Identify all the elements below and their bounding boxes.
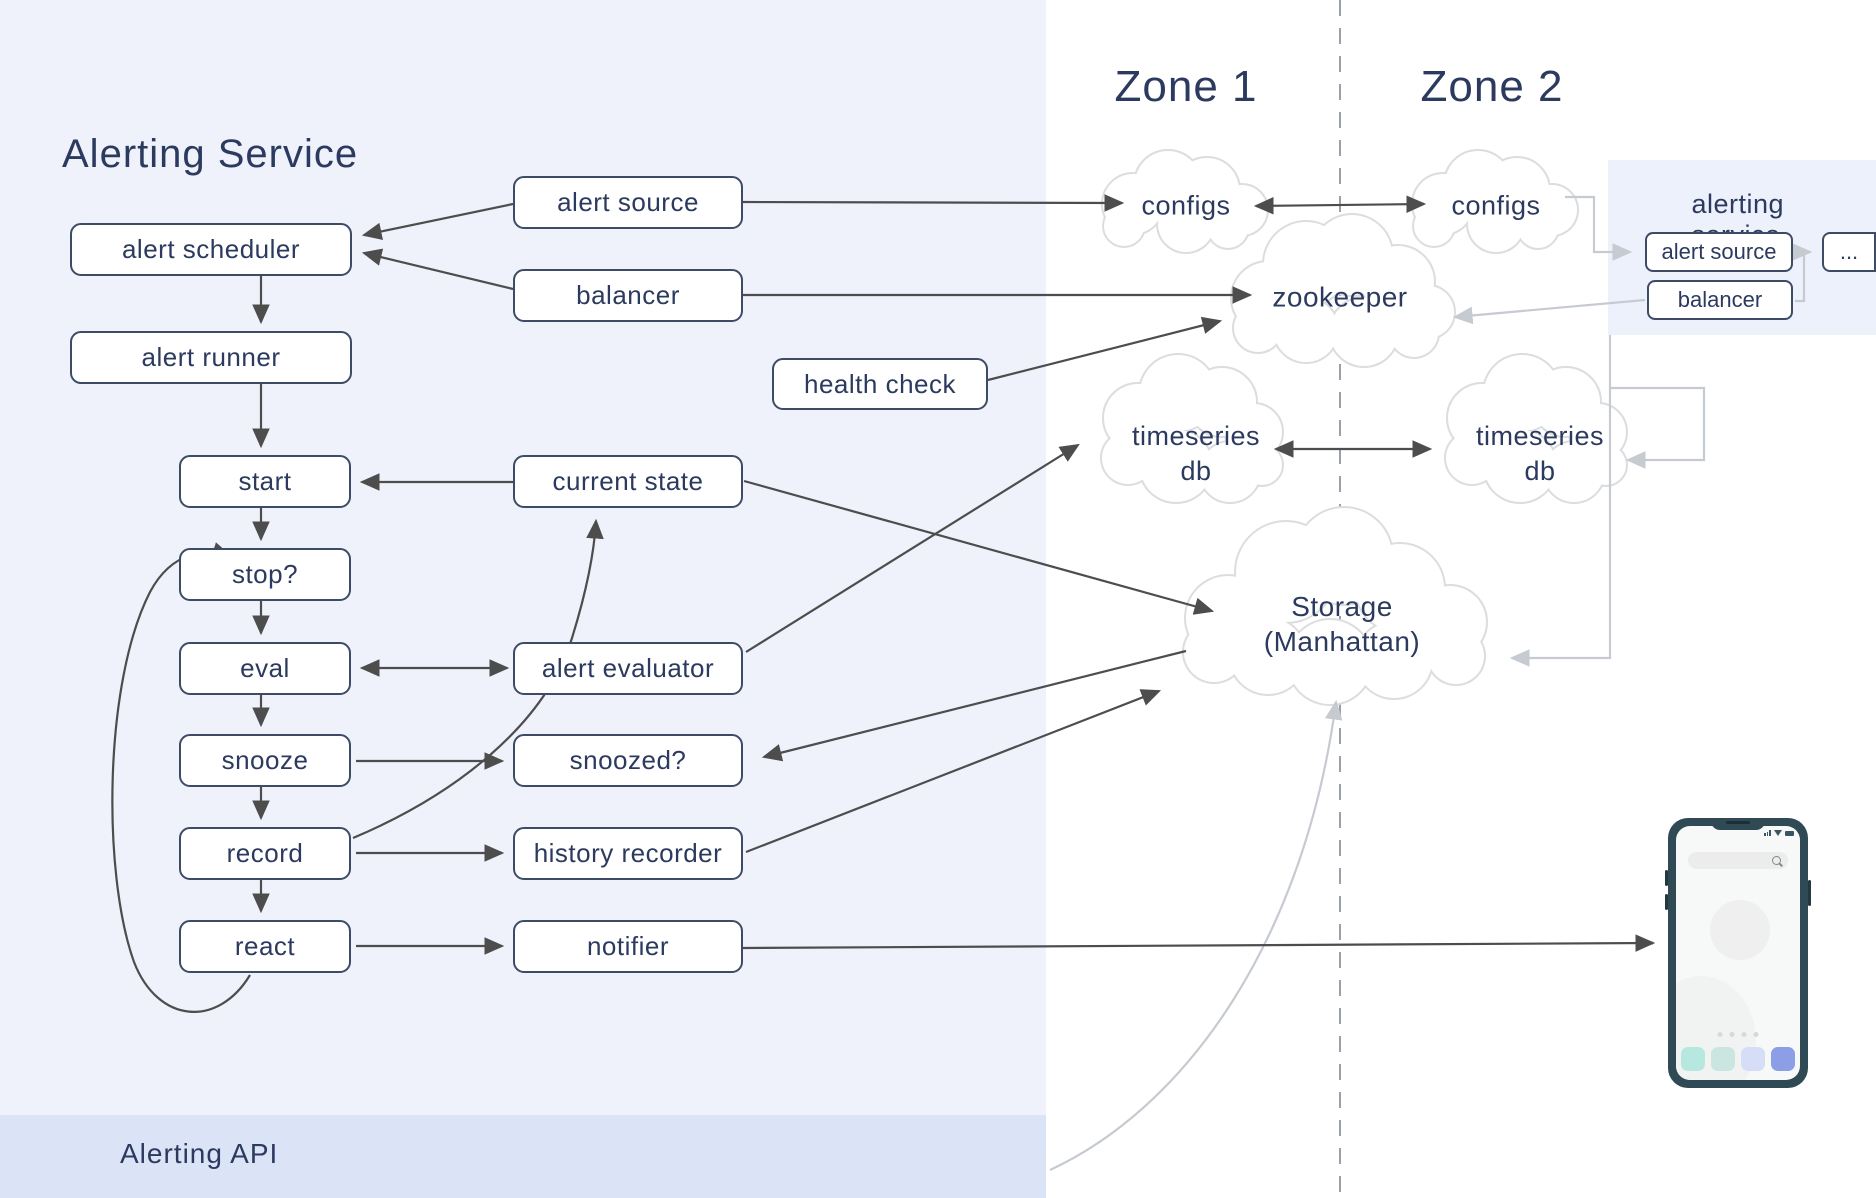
signal-icon [1764,830,1771,836]
mini-node-balancer: balancer [1647,280,1793,320]
node-start: start [179,455,351,508]
timeseries-zone1-line1: timeseries [1131,421,1261,451]
phone-volume-button [1665,894,1668,910]
storage-line1: Storage [1291,591,1393,622]
app-icon-3 [1741,1047,1765,1071]
zone2-heading: Zone 2 [1420,62,1564,111]
phone-page-dots [1717,1032,1759,1037]
cloud-label-configs-zone2: configs [1451,190,1541,221]
battery-icon [1785,831,1794,836]
smartphone-illustration [1665,818,1811,1088]
cloud-label-configs-zone1: configs [1141,190,1231,221]
timeseries-zone2-line1: timeseries [1475,421,1605,451]
phone-speaker [1726,821,1750,824]
node-history-recorder: history recorder [513,827,743,880]
phone-search-bar [1688,852,1788,869]
cloud-label-timeseries-zone2: timeseries db [1476,419,1604,489]
app-icon-2 [1711,1047,1735,1071]
phone-status-icons [1764,830,1794,836]
node-health-check: health check [772,358,988,410]
node-record: record [179,827,351,880]
node-alert-source: alert source [513,176,743,229]
alerting-api-label: Alerting API [120,1138,279,1169]
zone1-heading: Zone 1 [1114,62,1258,111]
page-title: Alerting Service [62,132,359,176]
cloud-label-zookeeper: zookeeper [1272,281,1408,313]
phone-screen [1676,826,1800,1080]
app-icon-4 [1771,1047,1795,1071]
node-alert-runner: alert runner [70,331,352,384]
timeseries-zone1-line2: db [1180,456,1212,486]
node-alert-scheduler: alert scheduler [70,223,352,276]
node-balancer: balancer [513,269,743,322]
phone-volume-button [1665,870,1668,886]
phone-bg-decoration [1710,900,1770,960]
gray-connectors [1049,195,1813,1171]
node-snooze: snooze [179,734,351,787]
cloud-label-timeseries-zone1: timeseries db [1132,419,1260,489]
notifier-to-phone-arrow [742,934,1656,952]
mini-node-alert-source: alert source [1645,232,1793,272]
cloud-label-storage: Storage (Manhattan) [1264,589,1420,659]
alerting-api-band [0,1115,1046,1198]
phone-app-icons [1681,1047,1795,1071]
node-alert-evaluator: alert evaluator [513,642,743,695]
phone-power-button [1808,880,1811,906]
node-current-state: current state [513,455,743,508]
search-icon [1772,855,1781,865]
node-stop: stop? [179,548,351,601]
node-react: react [179,920,351,973]
wifi-icon [1774,830,1782,836]
node-snoozed: snoozed? [513,734,743,787]
app-icon-1 [1681,1047,1705,1071]
mini-node-more: ... [1822,232,1876,272]
react-to-stop-loop-curve [111,542,251,1013]
node-notifier: notifier [513,920,743,973]
storage-line2: (Manhattan) [1263,626,1421,657]
timeseries-zone2-line2: db [1524,456,1556,486]
phone-notch [1711,818,1765,830]
node-eval: eval [179,642,351,695]
